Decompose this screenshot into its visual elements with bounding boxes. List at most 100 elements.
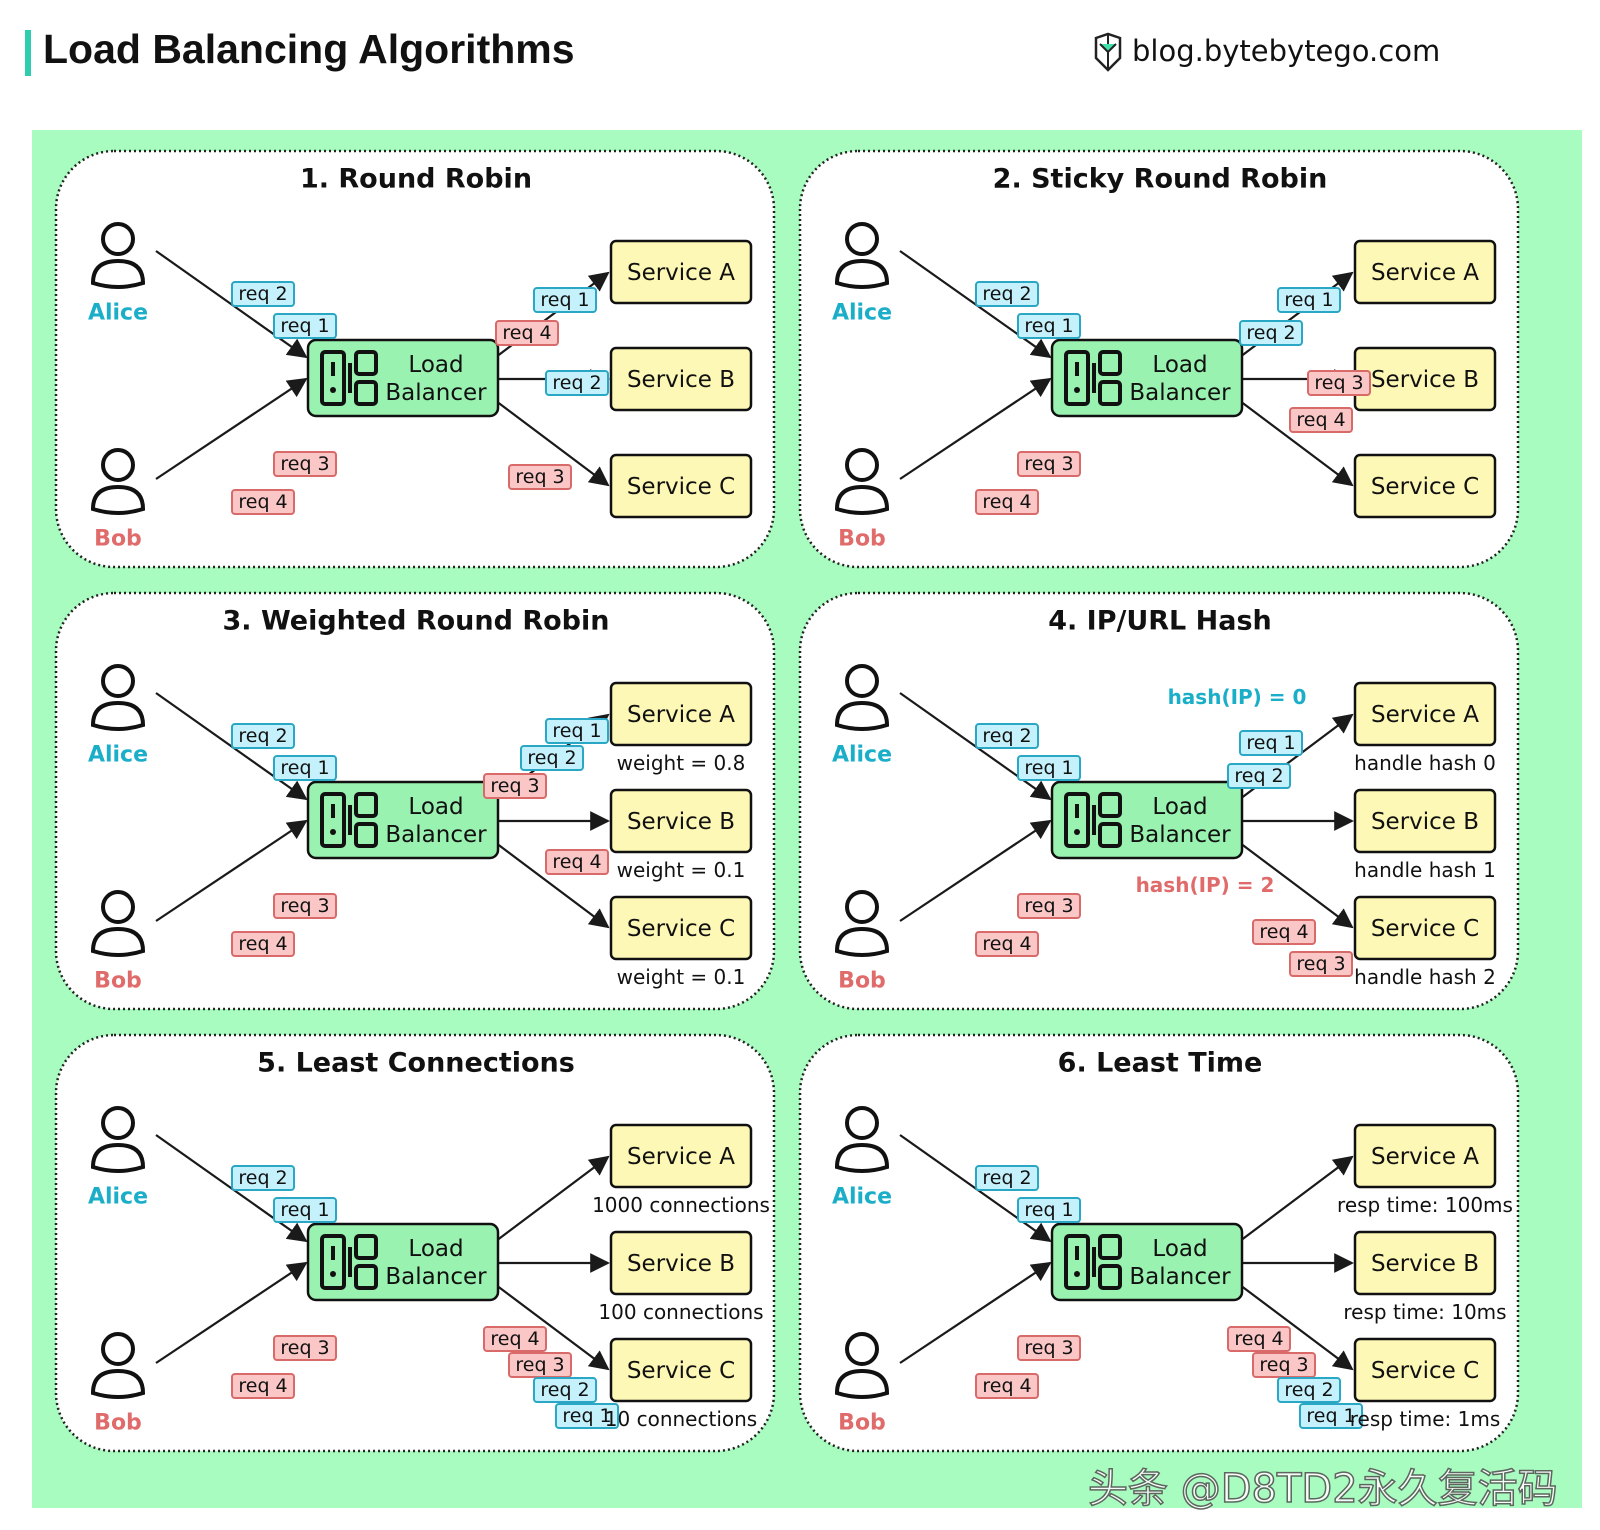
- request-tag: req 4: [975, 1373, 1039, 1399]
- request-tag-label: req 1: [1284, 289, 1333, 311]
- request-tag-label: req 3: [1024, 1337, 1073, 1359]
- request-tag-label: req 4: [1296, 409, 1345, 431]
- bob-label: Bob: [838, 1411, 886, 1436]
- request-tag: req 3: [1017, 1335, 1081, 1361]
- service-b: Service B: [609, 788, 753, 854]
- bob-avatar-icon: [834, 1332, 890, 1399]
- request-tag: req 4: [975, 489, 1039, 515]
- header-accent-bar: [25, 30, 31, 76]
- panel-title: 5. Least Connections: [257, 1048, 575, 1079]
- alice-label: Alice: [832, 743, 892, 768]
- bob-avatar-icon: [834, 448, 890, 515]
- arrow-lb-to-service-c: [1239, 842, 1354, 929]
- service-note: resp time: 10ms: [1343, 1300, 1506, 1324]
- load-balancer-label-line2: Balancer: [1129, 822, 1231, 848]
- load-balancer-label-line2: Balancer: [1129, 380, 1231, 406]
- bytebytego-logo-icon: [1094, 32, 1122, 72]
- service-c-label: Service C: [1371, 916, 1479, 942]
- service-b-label: Service B: [1371, 367, 1479, 393]
- service-note: handle hash 1: [1354, 858, 1496, 882]
- service-note: resp time: 1ms: [1350, 1407, 1500, 1431]
- request-tag: req 1: [1017, 1197, 1081, 1223]
- service-c: Service C: [609, 1337, 753, 1403]
- alice-avatar-icon: [90, 664, 146, 731]
- service-b: Service B: [609, 1230, 753, 1296]
- request-tag: req 1: [1239, 730, 1303, 756]
- service-b: Service B: [1353, 1230, 1497, 1296]
- service-a: Service A: [609, 1123, 753, 1189]
- request-tag-label: req 1: [280, 315, 329, 337]
- request-tag-label: req 4: [490, 1328, 539, 1350]
- request-tag-label: req 2: [238, 725, 287, 747]
- load-balancer-label-line1: Load: [408, 352, 463, 378]
- request-tag: req 2: [533, 1377, 597, 1403]
- request-tag-label: req 4: [238, 491, 287, 513]
- arrow-bob-to-lb: [155, 377, 308, 480]
- arrow-bob-to-lb: [899, 377, 1052, 480]
- load-balancer-label-line2: Balancer: [385, 380, 487, 406]
- request-tag-label: req 4: [982, 1375, 1031, 1397]
- hash-bob-label: hash(IP) = 2: [1136, 873, 1275, 897]
- service-b-label: Service B: [627, 1251, 735, 1277]
- service-c: Service C: [609, 453, 753, 519]
- panel-1: 1. Round RobinAliceBobLoadBalancerServic…: [54, 149, 776, 569]
- request-tag: req 1: [1299, 1403, 1363, 1429]
- brand-url[interactable]: blog.bytebytego.com: [1132, 34, 1441, 68]
- request-tag: req 4: [1227, 1326, 1291, 1352]
- arrow-lb-to-service-c: [1239, 1284, 1354, 1371]
- request-tag: req 2: [975, 281, 1039, 307]
- request-tag: req 1: [273, 755, 337, 781]
- request-tag: req 1: [1017, 313, 1081, 339]
- arrow-lb-to-service-a: [1239, 1155, 1354, 1242]
- service-a-label: Service A: [627, 260, 735, 286]
- service-c: Service C: [609, 895, 753, 961]
- request-tag: req 1: [533, 287, 597, 313]
- request-tag-label: req 2: [238, 283, 287, 305]
- request-tag-label: req 2: [982, 283, 1031, 305]
- panel-title: 6. Least Time: [1058, 1048, 1263, 1079]
- request-tag-label: req 1: [280, 757, 329, 779]
- arrow-lb-to-service-c: [495, 1284, 610, 1371]
- request-tag-label: req 4: [1259, 921, 1308, 943]
- bob-label: Bob: [94, 1411, 142, 1436]
- panel-title: 2. Sticky Round Robin: [993, 164, 1328, 195]
- request-tag: req 2: [520, 745, 584, 771]
- panel-5: 5. Least ConnectionsAliceBobLoadBalancer…: [54, 1033, 776, 1453]
- request-tag-label: req 4: [502, 322, 551, 344]
- arrow-alice-to-lb: [899, 1134, 1052, 1243]
- request-tag: req 2: [231, 1165, 295, 1191]
- panel-2: 2. Sticky Round RobinAliceBobLoadBalance…: [798, 149, 1520, 569]
- page-title: Load Balancing Algorithms: [43, 26, 575, 72]
- service-a-label: Service A: [627, 702, 735, 728]
- alice-label: Alice: [88, 1185, 148, 1210]
- alice-avatar-icon: [834, 664, 890, 731]
- request-tag-label: req 4: [238, 1375, 287, 1397]
- arrow-alice-to-lb: [899, 250, 1052, 359]
- arrow-lb-to-service-a: [495, 1155, 610, 1242]
- service-a-label: Service A: [1371, 702, 1479, 728]
- hash-alice-label: hash(IP) = 0: [1168, 685, 1307, 709]
- arrow-lb-to-service-c: [495, 842, 610, 929]
- request-tag-label: req 3: [1296, 953, 1345, 975]
- request-tag: req 1: [555, 1403, 619, 1429]
- request-tag: req 3: [273, 1335, 337, 1361]
- request-tag-label: req 1: [540, 289, 589, 311]
- bob-avatar-icon: [90, 1332, 146, 1399]
- service-c-label: Service C: [627, 1358, 735, 1384]
- bob-avatar-icon: [834, 890, 890, 957]
- request-tag: req 3: [273, 451, 337, 477]
- request-tag: req 3: [1017, 451, 1081, 477]
- service-a-label: Service A: [1371, 1144, 1479, 1170]
- request-tag: req 4: [545, 849, 609, 875]
- service-b: Service B: [1353, 788, 1497, 854]
- server-icon: [320, 1234, 378, 1290]
- request-tag: req 4: [1252, 919, 1316, 945]
- service-b: Service B: [1353, 346, 1497, 412]
- bob-label: Bob: [94, 969, 142, 994]
- service-b-label: Service B: [1371, 1251, 1479, 1277]
- request-tag-label: req 3: [1259, 1354, 1308, 1376]
- request-tag: req 3: [1252, 1352, 1316, 1378]
